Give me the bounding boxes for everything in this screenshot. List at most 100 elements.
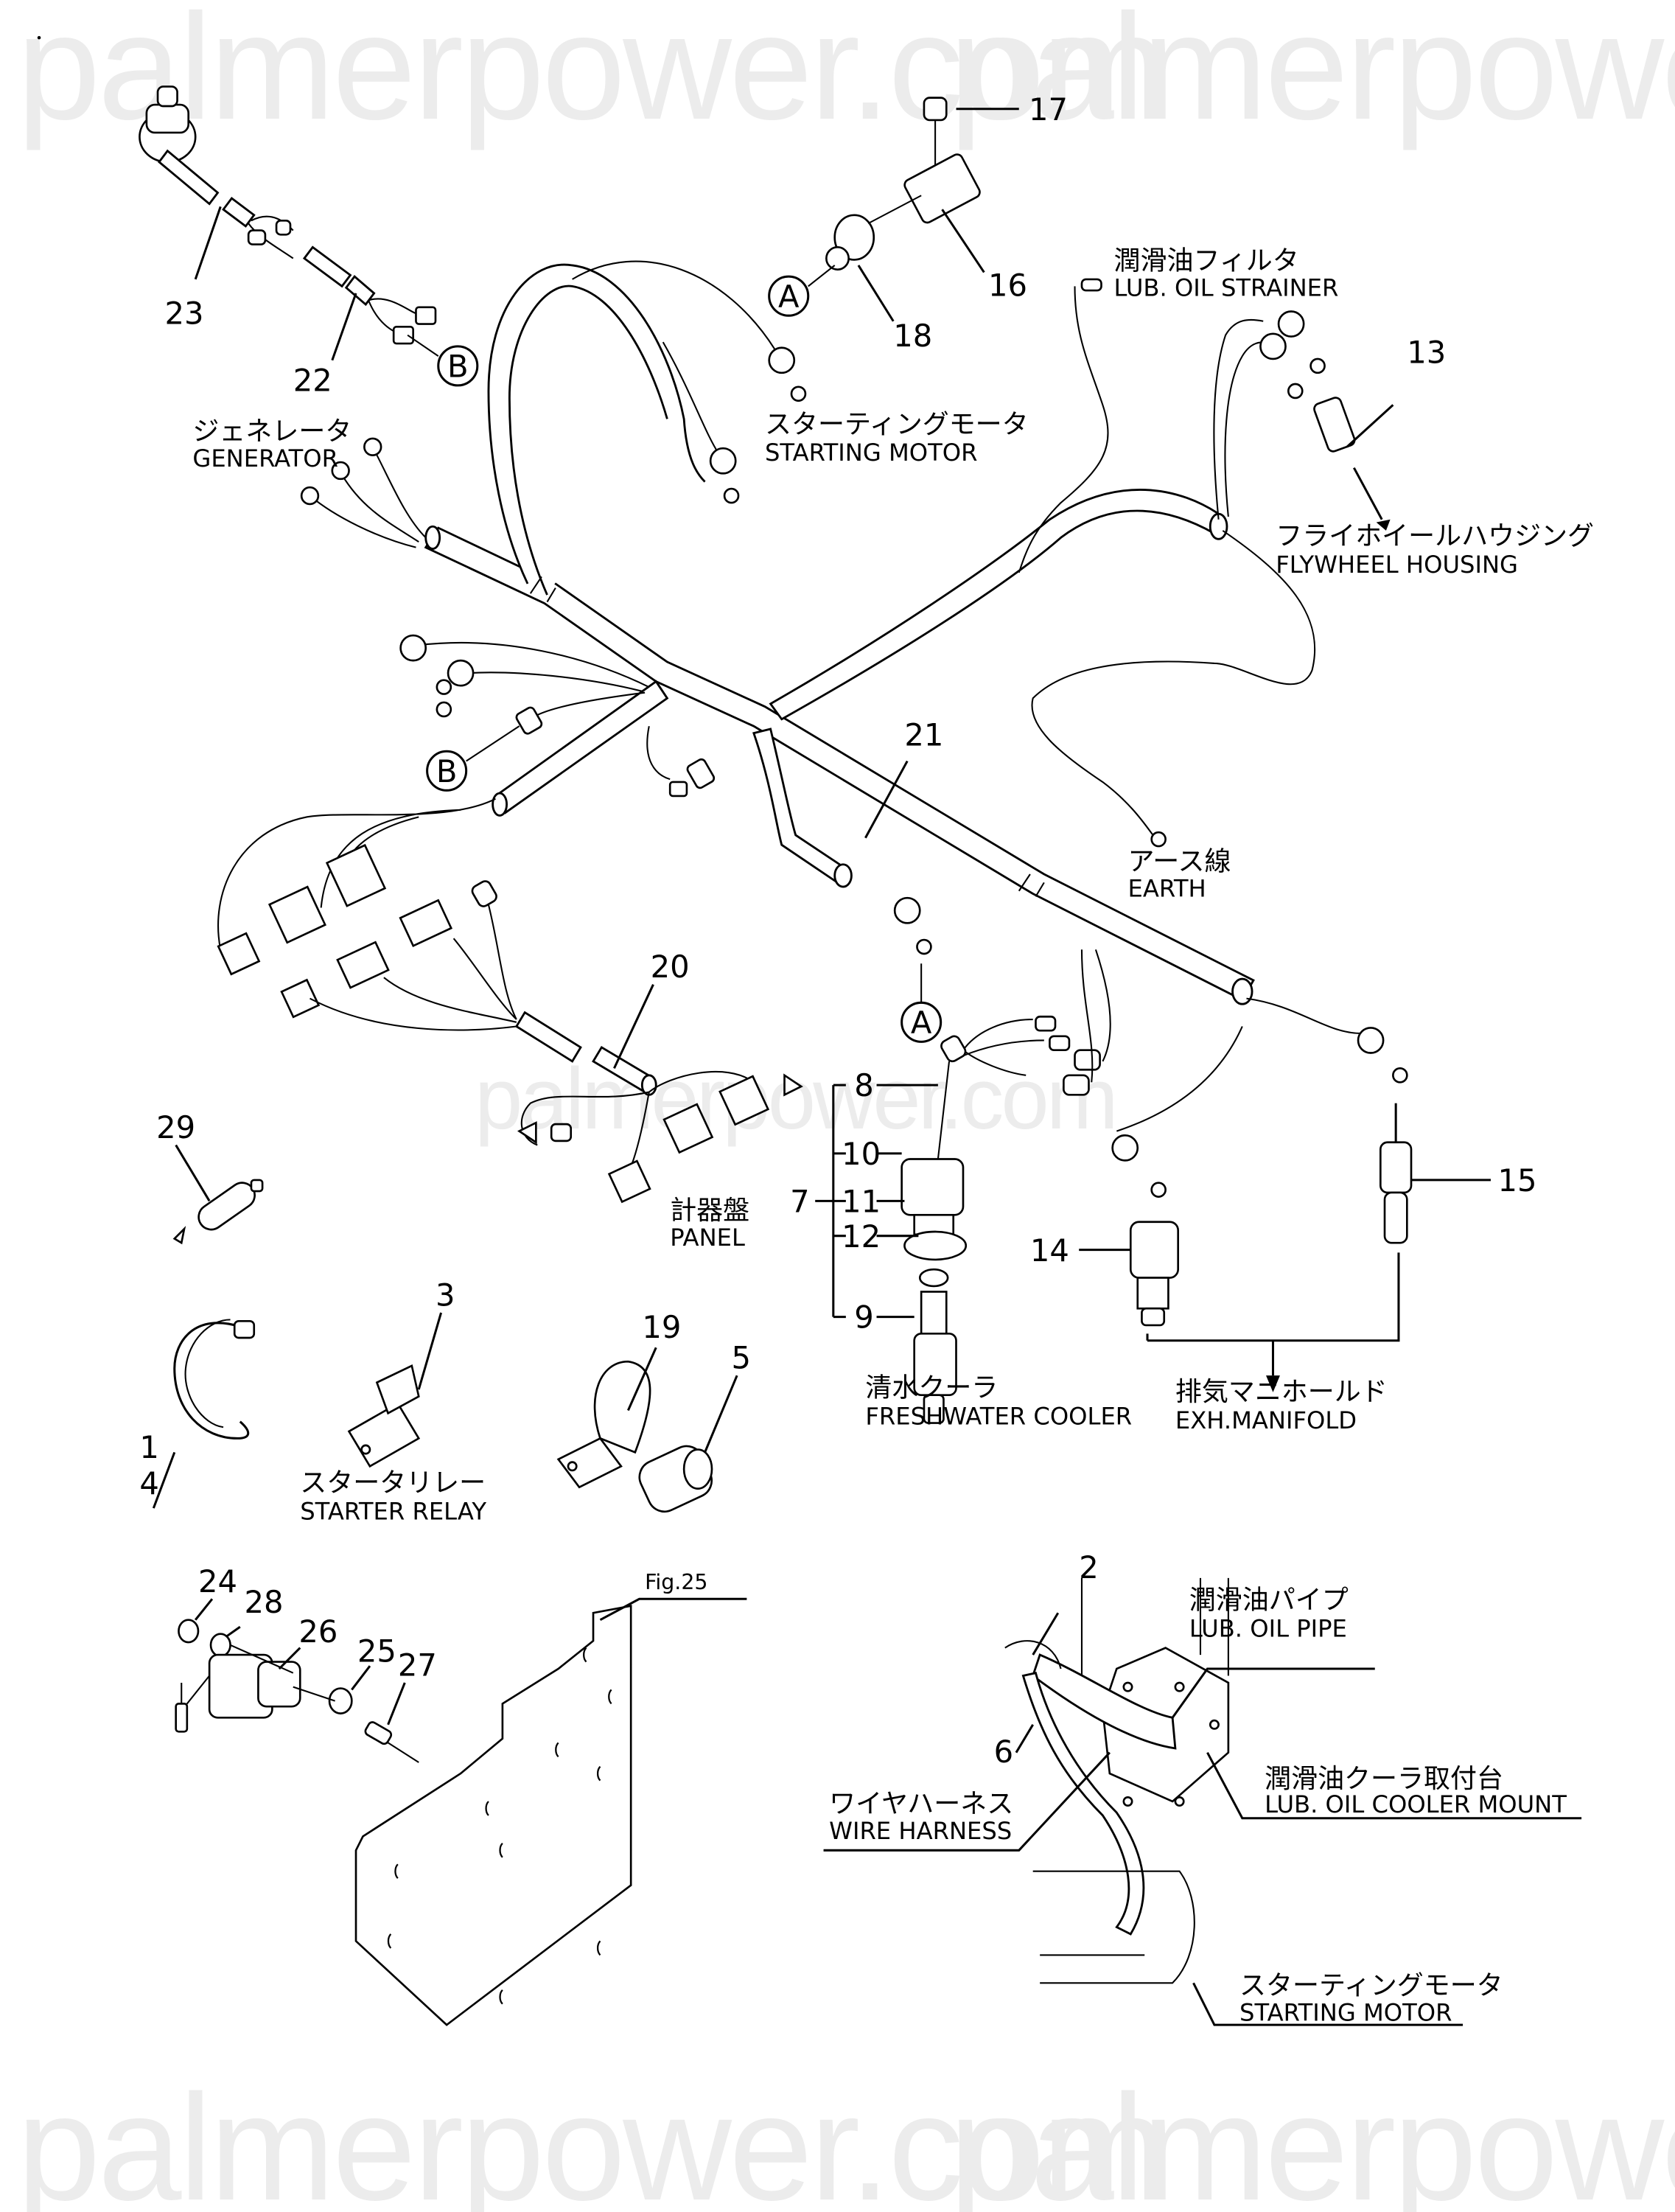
ref-letter: A	[778, 279, 800, 315]
callout-3[interactable]: 3	[436, 1277, 455, 1313]
callout-15[interactable]: 15	[1497, 1162, 1536, 1199]
callout-20[interactable]: 20	[651, 949, 690, 985]
mounting-plate-fig25	[354, 1597, 747, 2026]
label-lub-oil-cooler-mount-en: LUB. OIL COOLER MOUNT	[1265, 1790, 1567, 1818]
ref-letter: A	[911, 1005, 932, 1041]
label-generator-jp: ジェネレータ	[192, 416, 352, 447]
label-starting-motor-top: スターティングモータ STARTING MOTOR	[765, 409, 1029, 467]
label-wire-harness-en: WIRE HARNESS	[829, 1817, 1012, 1845]
flywheel-leads	[1213, 310, 1326, 520]
exh-manifold-bracket	[1146, 1252, 1400, 1392]
sensor-15[interactable]	[1246, 997, 1491, 1244]
label-starting-motor-en: STARTING MOTOR	[765, 439, 977, 467]
callout-17[interactable]: 17	[1029, 91, 1068, 128]
callout-2[interactable]: 2	[1079, 1549, 1099, 1585]
callout-9[interactable]: 9	[854, 1299, 874, 1336]
label-earth-en: EARTH	[1127, 874, 1206, 902]
part-29[interactable]	[172, 1144, 264, 1245]
callout-12[interactable]: 12	[842, 1218, 881, 1255]
freshwater-sensor-7[interactable]	[901, 949, 1111, 1424]
watermarks: palmerpower.com palmerpower.com palmerpo…	[17, 0, 1675, 2212]
callout-18[interactable]: 18	[893, 318, 932, 354]
corner-dot	[37, 35, 41, 40]
label-wire-harness-jp: ワイヤハーネス	[829, 1789, 1013, 1819]
ref-letter: B	[447, 349, 469, 385]
ref-marker-A-top[interactable]: A	[768, 265, 836, 317]
clip-3[interactable]	[347, 1312, 443, 1468]
watermark-center: palmerpower.com	[475, 1050, 1116, 1147]
callout-27[interactable]: 27	[398, 1647, 437, 1683]
oil-pressure-block-16-17-18[interactable]	[825, 97, 982, 271]
freshwater-bracket	[815, 1084, 938, 1319]
temp-sensor-13[interactable]	[1312, 396, 1394, 531]
label-exh-manifold: 排気マニホールド EXH.MANIFOLD	[1175, 1377, 1388, 1434]
starter-relay-assembly[interactable]	[175, 1598, 419, 1763]
detail-view-bottom-right	[823, 1577, 1582, 2026]
clamp-19[interactable]	[556, 1347, 657, 1489]
lub-oil-strainer-lead	[1018, 278, 1109, 573]
label-lub-oil-cooler-mount-jp: 潤滑油クーラ取付台	[1265, 1764, 1503, 1794]
earth-lead	[1031, 530, 1316, 848]
label-generator: ジェネレータ GENERATOR	[192, 416, 352, 472]
callout-23[interactable]: 23	[165, 296, 204, 332]
label-earth-jp: アース線	[1127, 846, 1231, 876]
ref-letter: B	[436, 753, 458, 789]
label-starting-motor-jp: スターティングモータ	[765, 409, 1029, 439]
callout-22[interactable]: 22	[293, 362, 332, 398]
callout-13[interactable]: 13	[1407, 335, 1446, 371]
callout-10[interactable]: 10	[842, 1136, 881, 1172]
callout-14[interactable]: 14	[1030, 1232, 1069, 1269]
ref-marker-B-bottom[interactable]: B	[426, 725, 520, 792]
sensor-14[interactable]	[1079, 1026, 1243, 1327]
callout-8[interactable]: 8	[854, 1067, 874, 1103]
label-freshwater-cooler: 清水クーラ FRESHWATER COOLER	[865, 1373, 1132, 1431]
panel-harness-20[interactable]	[217, 798, 803, 1204]
main-harness-21[interactable]	[424, 263, 1255, 1005]
label-panel-en: PANEL	[670, 1224, 745, 1252]
callout-19[interactable]: 19	[642, 1309, 681, 1345]
callout-16[interactable]: 16	[988, 268, 1027, 304]
label-starting-motor-bottom-en: STARTING MOTOR	[1239, 1998, 1452, 2026]
label-generator-en: GENERATOR	[192, 444, 338, 472]
callout-4[interactable]: 4	[139, 1465, 159, 1501]
callout-7[interactable]: 7	[790, 1183, 810, 1219]
label-starter-relay-jp: スタータリレー	[300, 1468, 486, 1498]
callout-29[interactable]: 29	[156, 1109, 195, 1145]
left-junction-connectors	[399, 634, 716, 798]
label-starter-relay: スタータリレー STARTER RELAY	[300, 1468, 486, 1525]
callout-5[interactable]: 5	[732, 1340, 752, 1376]
starting-motor-leads	[572, 260, 807, 504]
callout-24[interactable]: 24	[198, 1563, 237, 1599]
label-starting-motor-bottom: スターティングモータ STARTING MOTOR	[1239, 1970, 1503, 2026]
label-freshwater-cooler-en: FRESHWATER COOLER	[865, 1402, 1132, 1430]
generator-wires	[300, 437, 427, 548]
callout-6[interactable]: 6	[994, 1734, 1014, 1770]
ref-marker-A-bottom[interactable]: A	[893, 896, 943, 1043]
callout-26[interactable]: 26	[298, 1613, 338, 1650]
band-clamp-1-4[interactable]	[152, 1319, 256, 1509]
label-flywheel-housing: フライホイールハウジング FLYWHEEL HOUSING	[1276, 521, 1594, 579]
callout-28[interactable]: 28	[244, 1584, 283, 1620]
label-starting-motor-bottom-jp: スターティングモータ	[1239, 1970, 1503, 2000]
label-lub-oil-pipe-en: LUB. OIL PIPE	[1189, 1614, 1347, 1642]
watermark-top-left: palmerpower.com	[17, 0, 1165, 151]
label-exh-manifold-en: EXH.MANIFOLD	[1175, 1406, 1357, 1434]
label-exh-manifold-jp: 排気マニホールド	[1175, 1377, 1388, 1407]
label-lub-oil-strainer: 潤滑油フィルタ LUB. OIL STRAINER	[1114, 246, 1339, 302]
label-flywheel-housing-en: FLYWHEEL HOUSING	[1276, 551, 1518, 579]
callout-25[interactable]: 25	[357, 1633, 396, 1670]
callout-11[interactable]: 11	[842, 1183, 881, 1219]
label-fig-25[interactable]: Fig.25	[645, 1570, 707, 1594]
watermark-bottom-right: palmerpower.com	[949, 2064, 1675, 2212]
label-flywheel-housing-jp: フライホイールハウジング	[1276, 521, 1594, 551]
callout-21[interactable]: 21	[904, 717, 943, 753]
ref-marker-B-top[interactable]: B	[407, 334, 479, 387]
label-panel: 計器盤 PANEL	[670, 1196, 749, 1252]
watermark-bottom-left: palmerpower.com	[17, 2064, 1165, 2212]
location-labels: ジェネレータ GENERATOR スターティングモータ STARTING MOT…	[192, 246, 1594, 2027]
sub-harness-22-23[interactable]	[139, 86, 437, 345]
callout-1[interactable]: 1	[139, 1429, 159, 1465]
grommet-5[interactable]	[634, 1375, 738, 1517]
label-lub-oil-strainer-jp: 潤滑油フィルタ	[1114, 246, 1299, 276]
